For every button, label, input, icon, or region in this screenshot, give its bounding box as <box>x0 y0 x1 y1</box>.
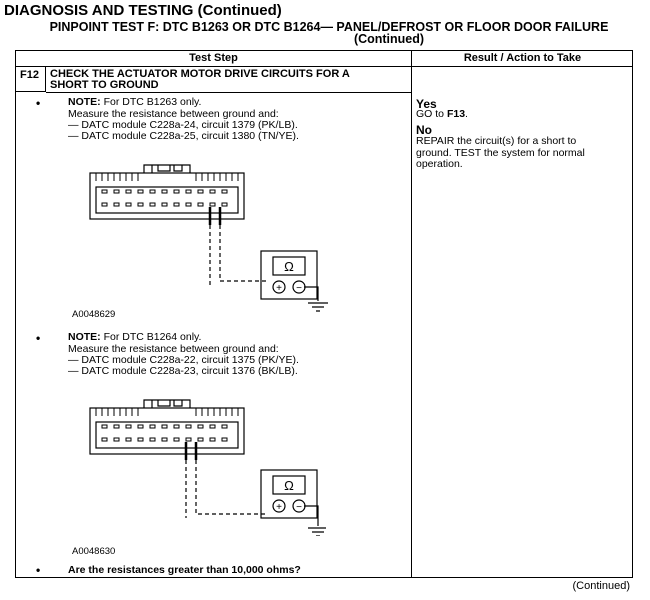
connector-body <box>89 172 245 220</box>
probe-pins <box>184 442 198 460</box>
ground-symbol-2 <box>308 527 326 536</box>
ohmmeter-display <box>272 475 306 495</box>
result-yes-prefix: GO to <box>416 108 447 120</box>
note-1: NOTE: For DTC B1263 only. <box>68 96 202 109</box>
step-heading-line-2: SHORT TO GROUND <box>50 79 159 91</box>
ohmmeter-display <box>272 256 306 276</box>
plus-terminal <box>272 499 286 513</box>
result-yes-label: Yes <box>416 97 437 111</box>
step-heading-line-1: CHECK THE ACTUATOR MOTOR DRIVE CIRCUITS … <box>50 68 350 80</box>
minus-sign: − <box>296 502 302 513</box>
subtitle-line-2: (Continued) <box>353 32 425 46</box>
note-1-item-2: — DATC module C228a-25, circuit 1380 (TN… <box>68 130 299 142</box>
step-id: F12 <box>16 67 46 92</box>
header-result-action: Result / Action to Take <box>463 52 582 64</box>
connector-body <box>89 407 245 455</box>
note-2-label: NOTE: <box>68 331 101 343</box>
pinpoint-test-subtitle: PINPOINT TEST F: DTC B1263 OR DTC B1264—… <box>36 20 622 46</box>
ohm-symbol: Ω <box>284 478 294 493</box>
note-2-item-2: — DATC module C228a-23, circuit 1376 (BK… <box>68 365 298 377</box>
question-text: Are the resistances greater than 10,000 … <box>68 564 301 576</box>
note-2-item-1: — DATC module C228a-22, circuit 1375 (PK… <box>68 354 299 366</box>
result-no-line-2: ground. TEST the system for normal <box>416 146 585 159</box>
result-yes-suffix: . <box>465 108 468 120</box>
minus-sign: − <box>296 283 302 294</box>
note-2-measure: Measure the resistance between ground an… <box>68 343 279 355</box>
result-no-line-3: operation. <box>416 158 463 170</box>
result-no-line-1: REPAIR the circuit(s) for a short to <box>416 135 577 147</box>
figure-2-id: A0048630 <box>72 546 116 557</box>
ohmmeter <box>260 250 318 300</box>
plus-terminal <box>272 280 286 294</box>
ground-lead <box>304 286 319 301</box>
header-test-step: Test Step <box>189 52 238 64</box>
plus-sign: + <box>276 283 282 294</box>
note-1-measure: Measure the resistance between ground an… <box>68 108 279 120</box>
bullet-note-2: • <box>36 331 41 345</box>
subtitle-line-1: PINPOINT TEST F: DTC B1263 OR DTC B1264—… <box>49 20 609 34</box>
ground-lead <box>304 505 319 526</box>
result-no-action: REPAIR the circuit(s) for a short to gro… <box>416 135 626 171</box>
note-1-text: For DTC B1263 only. <box>100 96 202 108</box>
note-1-item-1: — DATC module C228a-24, circuit 1379 (PK… <box>68 119 298 131</box>
connector-meter-diagram-2: Ω + − <box>89 399 326 536</box>
connector-latch <box>143 164 191 173</box>
note-2-text: For DTC B1264 only. <box>100 331 202 343</box>
ohm-symbol: Ω <box>284 259 294 274</box>
note-2: NOTE: For DTC B1264 only. <box>68 331 202 344</box>
probe-pins <box>208 207 222 225</box>
connector-meter-diagram-1: Ω + − <box>89 164 319 301</box>
ohmmeter <box>260 469 318 519</box>
plus-sign: + <box>276 502 282 513</box>
connector-latch <box>143 399 191 408</box>
column-divider <box>411 51 412 577</box>
bullet-note-1: • <box>36 96 41 110</box>
figure-1-id: A0048629 <box>72 309 116 320</box>
page-title: DIAGNOSIS AND TESTING (Continued) <box>4 2 282 19</box>
result-yes-target: F13 <box>446 108 466 120</box>
result-yes-action: GO to F13. <box>416 108 626 121</box>
header-divider <box>16 66 632 67</box>
step-heading: CHECK THE ACTUATOR MOTOR DRIVE CIRCUITS … <box>50 69 380 91</box>
step-heading-divider <box>46 92 411 93</box>
test-table: Test Step Result / Action to Take F12 CH… <box>15 50 633 578</box>
probe-lead-plus <box>195 460 266 515</box>
continued-footer: (Continued) <box>572 580 630 592</box>
result-no-label: No <box>416 123 432 137</box>
ground-symbol-1 <box>308 302 328 312</box>
probe-lead-plus <box>219 225 266 282</box>
note-1-label: NOTE: <box>68 96 101 108</box>
bullet-question: • <box>36 563 41 577</box>
